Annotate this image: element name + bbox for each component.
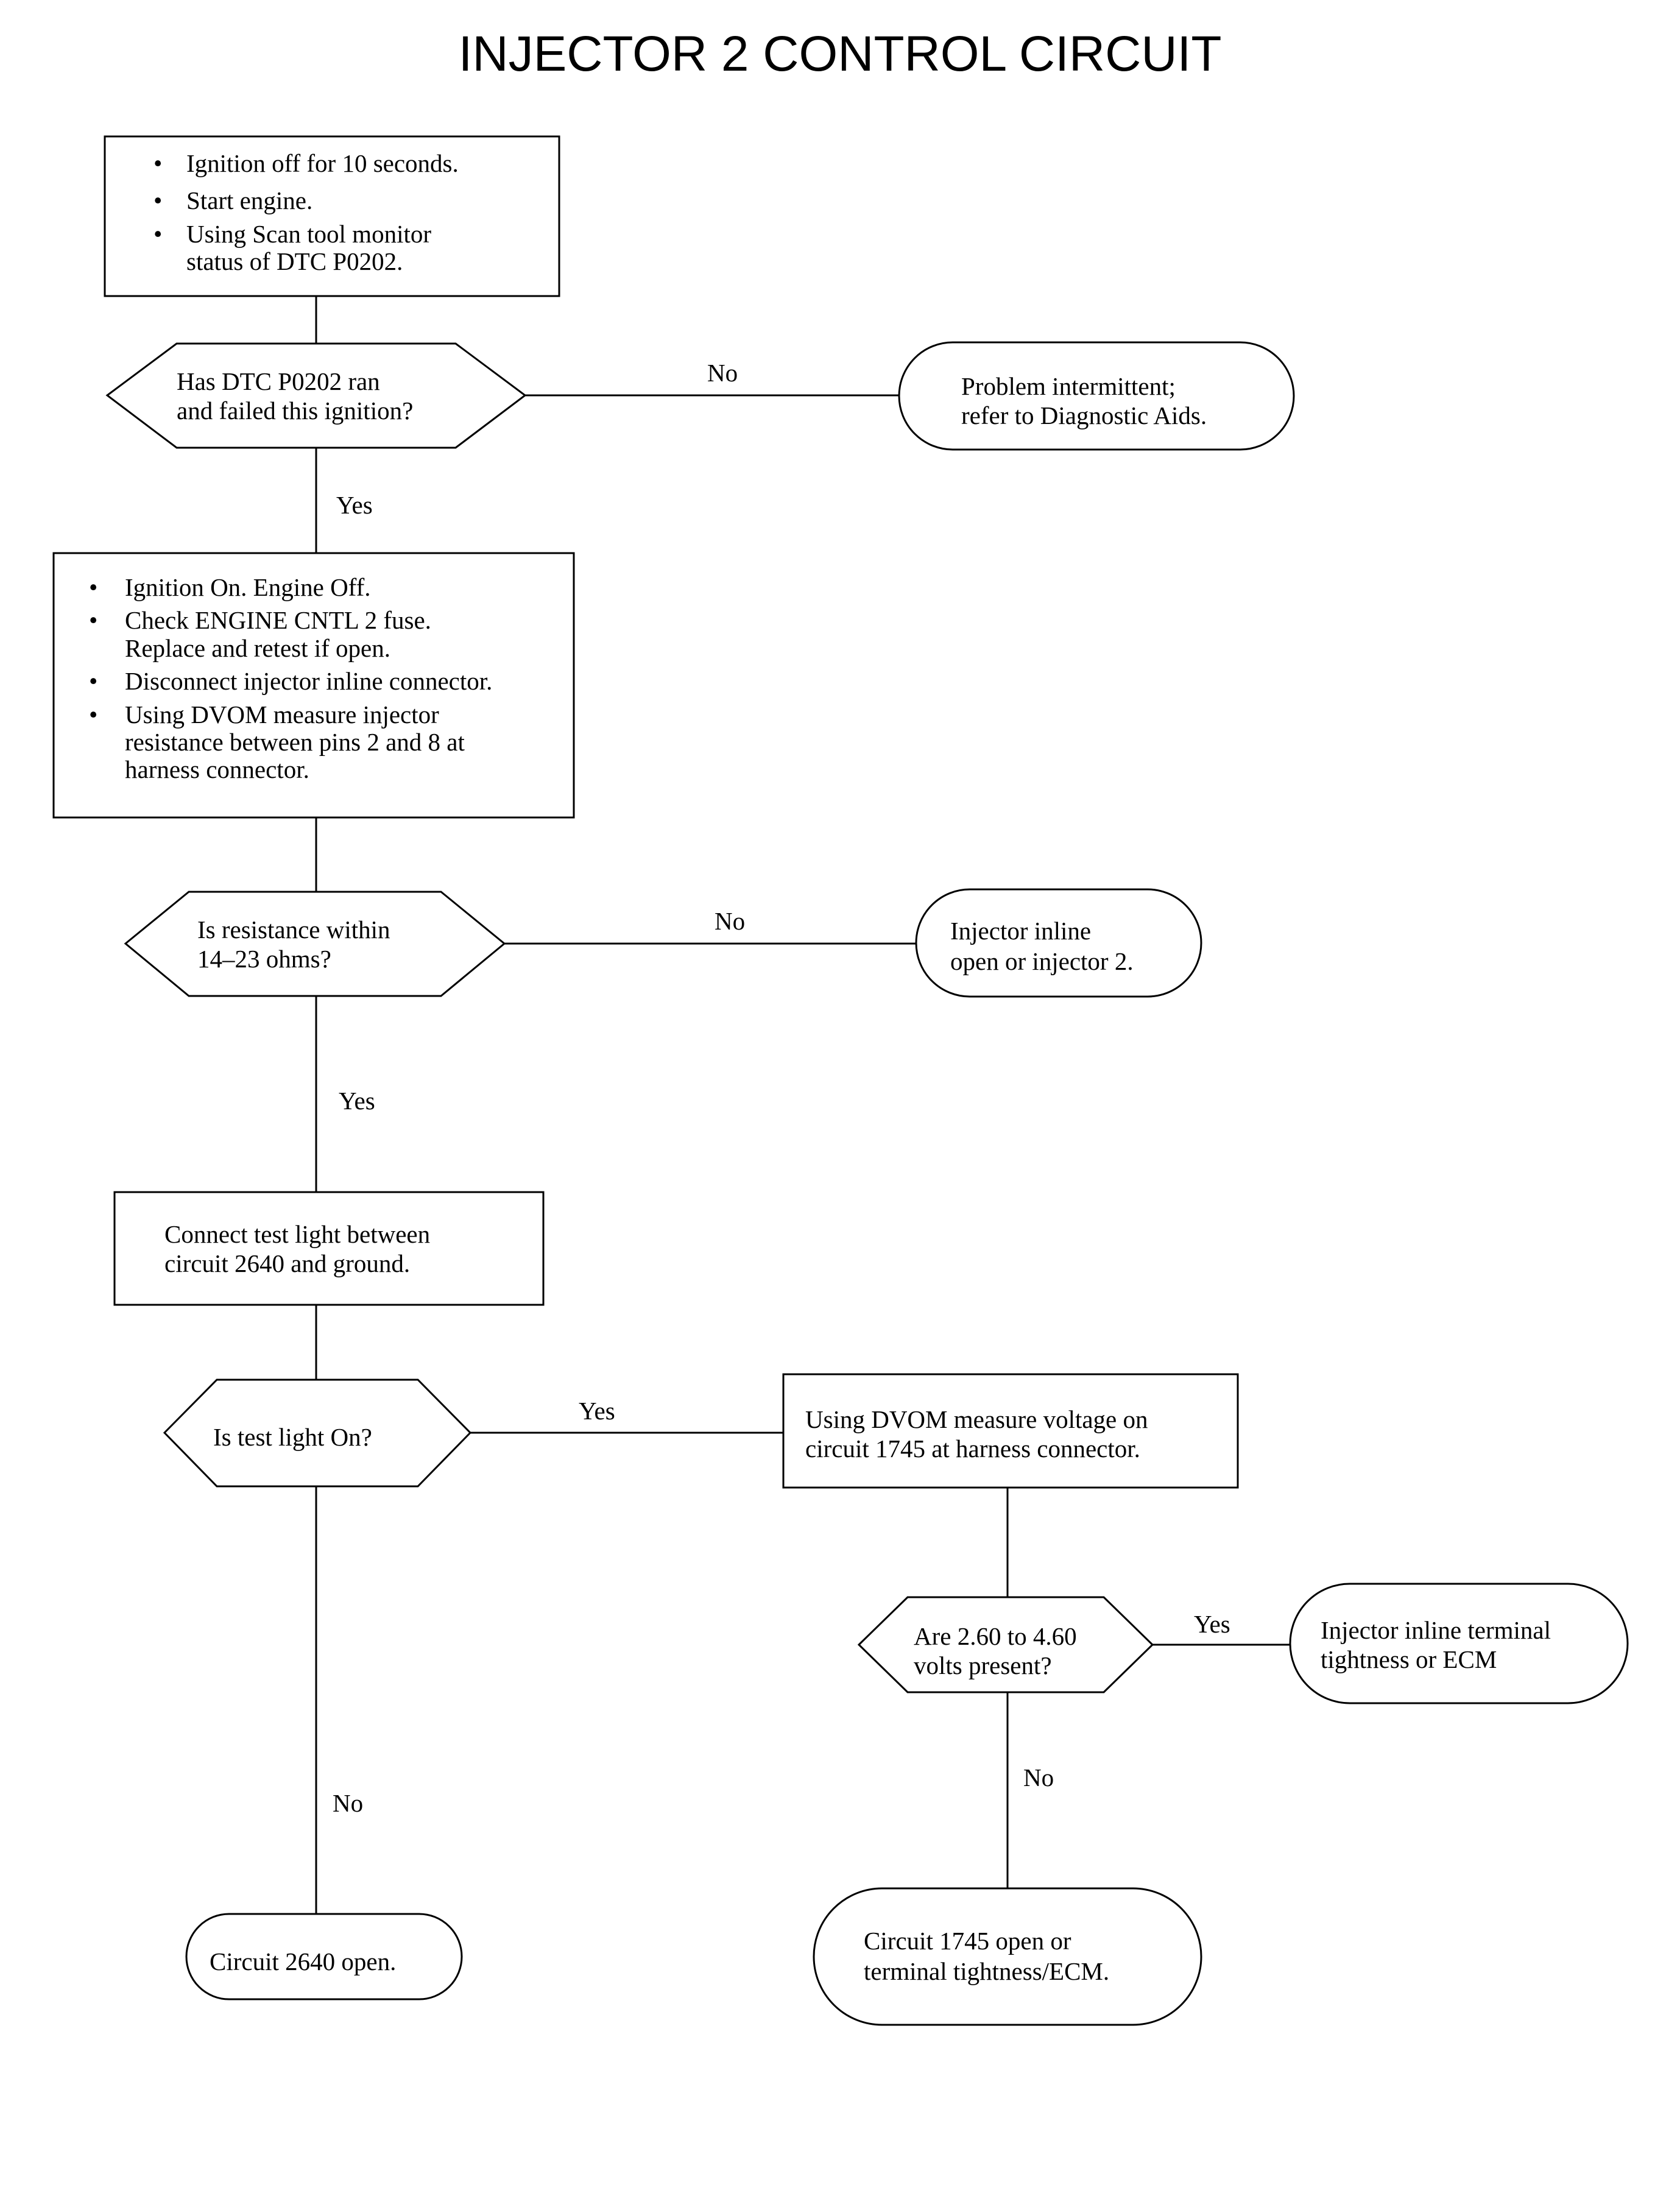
terminal-circuit2640-line1: Circuit 2640 open. bbox=[210, 1947, 396, 1975]
decision3-line1: Is test light On? bbox=[213, 1423, 372, 1451]
terminal-problem-intermittent: Problem intermittent; refer to Diagnosti… bbox=[898, 341, 1295, 451]
page-title: INJECTOR 2 CONTROL CIRCUIT bbox=[458, 26, 1222, 82]
decision2-line2: 14–23 ohms? bbox=[197, 945, 331, 973]
bullet-icon: • bbox=[89, 573, 97, 601]
terminal-injector-open: Injector inline open or injector 2. bbox=[915, 888, 1202, 998]
decision3-no-label: No bbox=[333, 1789, 363, 1817]
terminal-circuit1745-line2: terminal tightness/ECM. bbox=[864, 1957, 1109, 1985]
decision2-no-label: No bbox=[715, 907, 745, 935]
terminal-tightness-line1: Injector inline terminal bbox=[1321, 1616, 1551, 1644]
step1-bullet-2: Start engine. bbox=[186, 186, 312, 214]
bullet-icon: • bbox=[154, 220, 162, 248]
decision1-yes-label: Yes bbox=[336, 491, 373, 519]
terminal-injector-open-line2: open or injector 2. bbox=[950, 947, 1134, 975]
step2-bullet-2-line1: Check ENGINE CNTL 2 fuse. bbox=[125, 606, 431, 634]
bullet-icon: • bbox=[89, 701, 97, 729]
step4-line2: circuit 1745 at harness connector. bbox=[805, 1435, 1140, 1463]
terminal-circuit-2640-open: Circuit 2640 open. bbox=[185, 1913, 463, 2000]
terminal-tightness-line2: tightness or ECM bbox=[1321, 1645, 1497, 1673]
terminal-inline-terminal-tightness: Injector inline terminal tightness or EC… bbox=[1289, 1583, 1629, 1704]
decision4-no-label: No bbox=[1023, 1763, 1054, 1792]
step1-bullet-3-line1: Using Scan tool monitor bbox=[186, 220, 431, 248]
bullet-icon: • bbox=[154, 149, 162, 177]
step2-bullet-4-line1: Using DVOM measure injector bbox=[125, 701, 439, 729]
decision4-yes-label: Yes bbox=[1194, 1610, 1230, 1638]
step1-bullet-1: Ignition off for 10 seconds. bbox=[186, 149, 459, 177]
decision3-yes-label: Yes bbox=[579, 1397, 615, 1425]
bullet-icon: • bbox=[89, 606, 97, 634]
bullet-icon: • bbox=[89, 667, 97, 695]
step4-line1: Using DVOM measure voltage on bbox=[805, 1405, 1148, 1433]
step2-box: • Ignition On. Engine Off. • Check ENGIN… bbox=[52, 552, 575, 819]
step2-bullet-4-line2: resistance between pins 2 and 8 at bbox=[125, 728, 465, 756]
terminal-injector-open-line1: Injector inline bbox=[950, 917, 1091, 945]
step3-box: Connect test light between circuit 2640 … bbox=[113, 1191, 545, 1306]
decision2-yes-label: Yes bbox=[339, 1087, 375, 1115]
terminal-circuit-1745-open: Circuit 1745 open or terminal tightness/… bbox=[813, 1887, 1202, 2026]
decision1-no-label: No bbox=[707, 359, 738, 387]
decision3-hexagon: Is test light On? bbox=[163, 1379, 472, 1488]
step1-bullet-3-line2: status of DTC P0202. bbox=[186, 247, 403, 275]
terminal-intermittent-line1: Problem intermittent; bbox=[961, 372, 1176, 400]
step2-bullet-4-line3: harness connector. bbox=[125, 755, 309, 783]
step2-bullet-2-line2: Replace and retest if open. bbox=[125, 634, 390, 662]
step4-box: Using DVOM measure voltage on circuit 17… bbox=[782, 1373, 1239, 1489]
decision1-line2: and failed this ignition? bbox=[177, 397, 413, 425]
step1-box: • Ignition off for 10 seconds. • Start e… bbox=[104, 135, 560, 297]
decision4-line2: volts present? bbox=[914, 1651, 1052, 1679]
step3-line1: Connect test light between bbox=[164, 1220, 430, 1248]
step3-line2: circuit 2640 and ground. bbox=[164, 1249, 410, 1277]
terminal-circuit1745-line1: Circuit 1745 open or bbox=[864, 1927, 1071, 1955]
bullet-icon: • bbox=[154, 186, 162, 214]
step2-bullet-1: Ignition On. Engine Off. bbox=[125, 573, 371, 601]
decision2-line1: Is resistance within bbox=[197, 916, 390, 944]
decision4-line1: Are 2.60 to 4.60 bbox=[914, 1622, 1077, 1650]
decision1-hexagon: Has DTC P0202 ran and failed this igniti… bbox=[105, 342, 527, 449]
terminal-intermittent-line2: refer to Diagnostic Aids. bbox=[961, 401, 1207, 429]
decision2-hexagon: Is resistance within 14–23 ohms? bbox=[124, 891, 506, 997]
step2-bullet-3: Disconnect injector inline connector. bbox=[125, 667, 492, 695]
decision1-line1: Has DTC P0202 ran bbox=[177, 367, 380, 395]
decision4-hexagon: Are 2.60 to 4.60 volts present? bbox=[857, 1596, 1154, 1693]
